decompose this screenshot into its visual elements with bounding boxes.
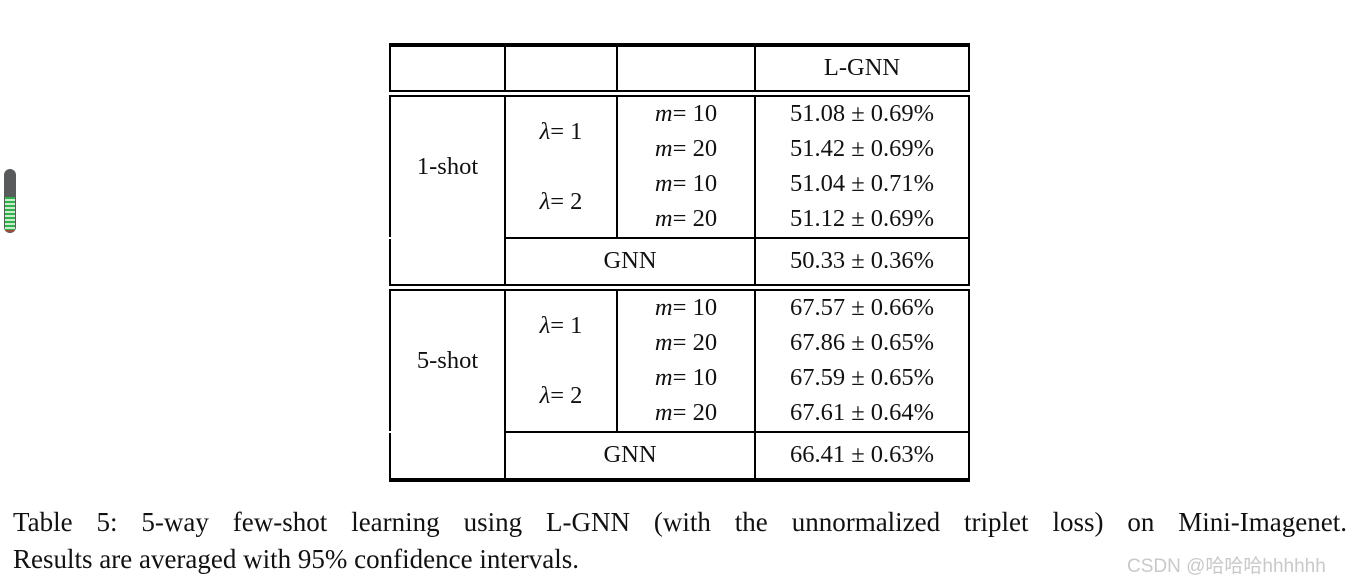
- section-1-shot: 1-shot λ = 1 m = 10 51.08 ± 0.69% m = 20…: [389, 97, 970, 237]
- baseline-label: GNN: [504, 239, 754, 284]
- baseline-value: 50.33 ± 0.36%: [754, 239, 970, 284]
- accuracy-value: 51.42 ± 0.69%: [754, 132, 970, 167]
- caption-line-2: Results are averaged with 95% confidence…: [13, 544, 580, 574]
- accuracy-value: 51.12 ± 0.69%: [754, 202, 970, 237]
- scrollbar-end-marker: [5, 230, 15, 232]
- results-table: L-GNN 1-shot λ = 1 m = 10 51.08 ± 0.69% …: [389, 43, 970, 482]
- table-top-rule: [389, 43, 970, 47]
- m-label: m = 10: [616, 97, 754, 132]
- section-5-shot: 5-shot λ = 1 m = 10 67.57 ± 0.66% m = 20…: [389, 291, 970, 431]
- lambda-label: λ = 1: [504, 291, 616, 361]
- lambda-label: λ = 2: [504, 361, 616, 431]
- baseline-value: 66.41 ± 0.63%: [754, 433, 970, 478]
- m-label: m = 20: [616, 396, 754, 431]
- baseline-empty-cell: [389, 239, 504, 284]
- baseline-row-5-shot: GNN 66.41 ± 0.63%: [389, 433, 970, 478]
- baseline-empty-cell: [389, 433, 504, 478]
- watermark: CSDN @哈哈哈hhhhhh: [1127, 556, 1326, 577]
- table-bottom-rule: [389, 478, 970, 482]
- accuracy-value: 51.08 ± 0.69%: [754, 97, 970, 132]
- header-cell-empty-m: [616, 47, 754, 90]
- header-cell-model: L-GNN: [754, 47, 970, 90]
- shot-label: 1-shot: [389, 97, 504, 237]
- m-label: m = 10: [616, 361, 754, 396]
- shot-label: 5-shot: [389, 291, 504, 431]
- scrollbar-thumb[interactable]: [4, 169, 16, 233]
- m-label: m = 20: [616, 202, 754, 237]
- accuracy-value: 67.57 ± 0.66%: [754, 291, 970, 326]
- accuracy-value: 67.61 ± 0.64%: [754, 396, 970, 431]
- header-cell-empty-lambda: [504, 47, 616, 90]
- accuracy-value: 67.59 ± 0.65%: [754, 361, 970, 396]
- lambda-label: λ = 1: [504, 97, 616, 167]
- accuracy-value: 51.04 ± 0.71%: [754, 167, 970, 202]
- m-label: m = 20: [616, 132, 754, 167]
- lambda-label: λ = 2: [504, 167, 616, 237]
- accuracy-value: 67.86 ± 0.65%: [754, 326, 970, 361]
- m-label: m = 10: [616, 291, 754, 326]
- partial-rule: [504, 237, 970, 239]
- section-separator-rule: [389, 284, 970, 291]
- header-cell-empty-shot: [389, 47, 504, 90]
- partial-rule: [504, 431, 970, 433]
- header-separator-rule: [389, 90, 970, 97]
- scrollbar-progress-stripes: [5, 197, 15, 230]
- table-caption: Table 5: 5-way few-shot learning using L…: [13, 504, 1347, 578]
- table-header-row: L-GNN: [389, 47, 970, 90]
- m-label: m = 20: [616, 326, 754, 361]
- baseline-row-1-shot: GNN 50.33 ± 0.36%: [389, 239, 970, 284]
- caption-line-1: Table 5: 5-way few-shot learning using L…: [13, 507, 1347, 537]
- baseline-label: GNN: [504, 433, 754, 478]
- m-label: m = 10: [616, 167, 754, 202]
